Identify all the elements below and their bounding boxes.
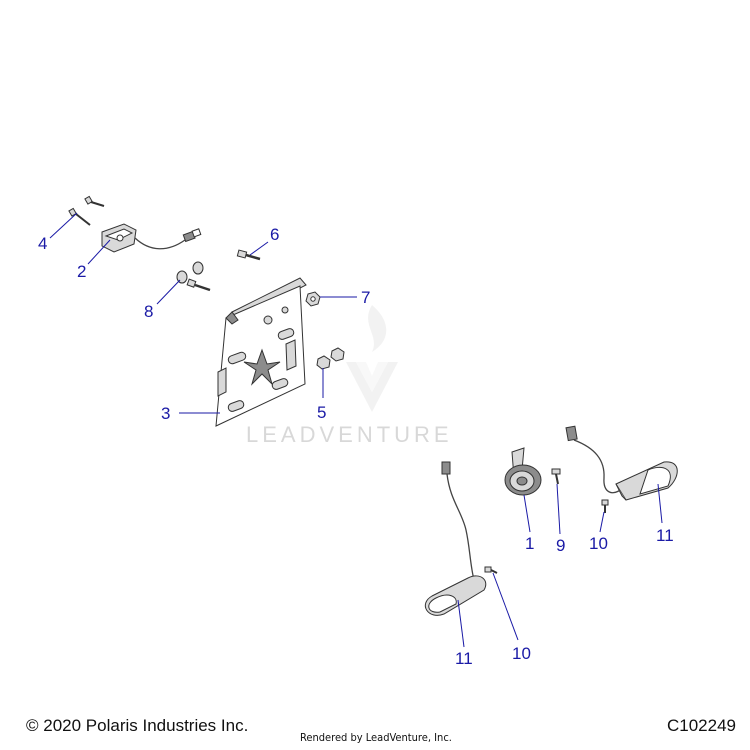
- flame-logo-icon: [346, 305, 398, 412]
- leader-lines: [49, 212, 663, 648]
- callout-8: 8: [144, 302, 153, 321]
- turn-signal-right-part-11: [565, 425, 678, 501]
- callout-4: 4: [38, 234, 47, 253]
- screw-part-10-left: [484, 566, 498, 574]
- rendered-by-text: Rendered by LeadVenture, Inc.: [300, 731, 452, 744]
- horn-part-1: [504, 447, 542, 496]
- callout-11-left: 11: [455, 649, 473, 668]
- license-plate-light-part-2: [101, 223, 202, 253]
- callout-6: 6: [270, 225, 279, 244]
- callout-7: 7: [361, 288, 370, 307]
- callout-1: 1: [525, 534, 534, 553]
- nut-part-7: [305, 291, 321, 307]
- watermark-text: LEADVENTURE: [246, 422, 453, 447]
- copyright-text: © 2020 Polaris Industries Inc.: [26, 716, 249, 735]
- leadventure-watermark: LEADVENTURE: [246, 305, 453, 447]
- callout-11-right: 11: [656, 526, 674, 545]
- bolt-part-6: [236, 249, 261, 261]
- fasteners-part-8: [176, 261, 211, 292]
- callout-10-right: 10: [589, 534, 608, 553]
- callout-2: 2: [77, 262, 86, 281]
- callout-10-left: 10: [512, 644, 531, 663]
- nuts-part-5: [316, 347, 345, 370]
- license-plate-bracket-part-3: [215, 277, 307, 427]
- callout-3: 3: [161, 404, 170, 423]
- screws-part-4: [68, 195, 105, 226]
- callout-5: 5: [317, 403, 326, 422]
- turn-signal-left-part-11: [424, 461, 487, 616]
- screw-part-9: [551, 468, 561, 485]
- callout-9: 9: [556, 536, 565, 555]
- diagram-code: C102249: [666, 716, 736, 735]
- screw-part-10-right: [601, 499, 609, 513]
